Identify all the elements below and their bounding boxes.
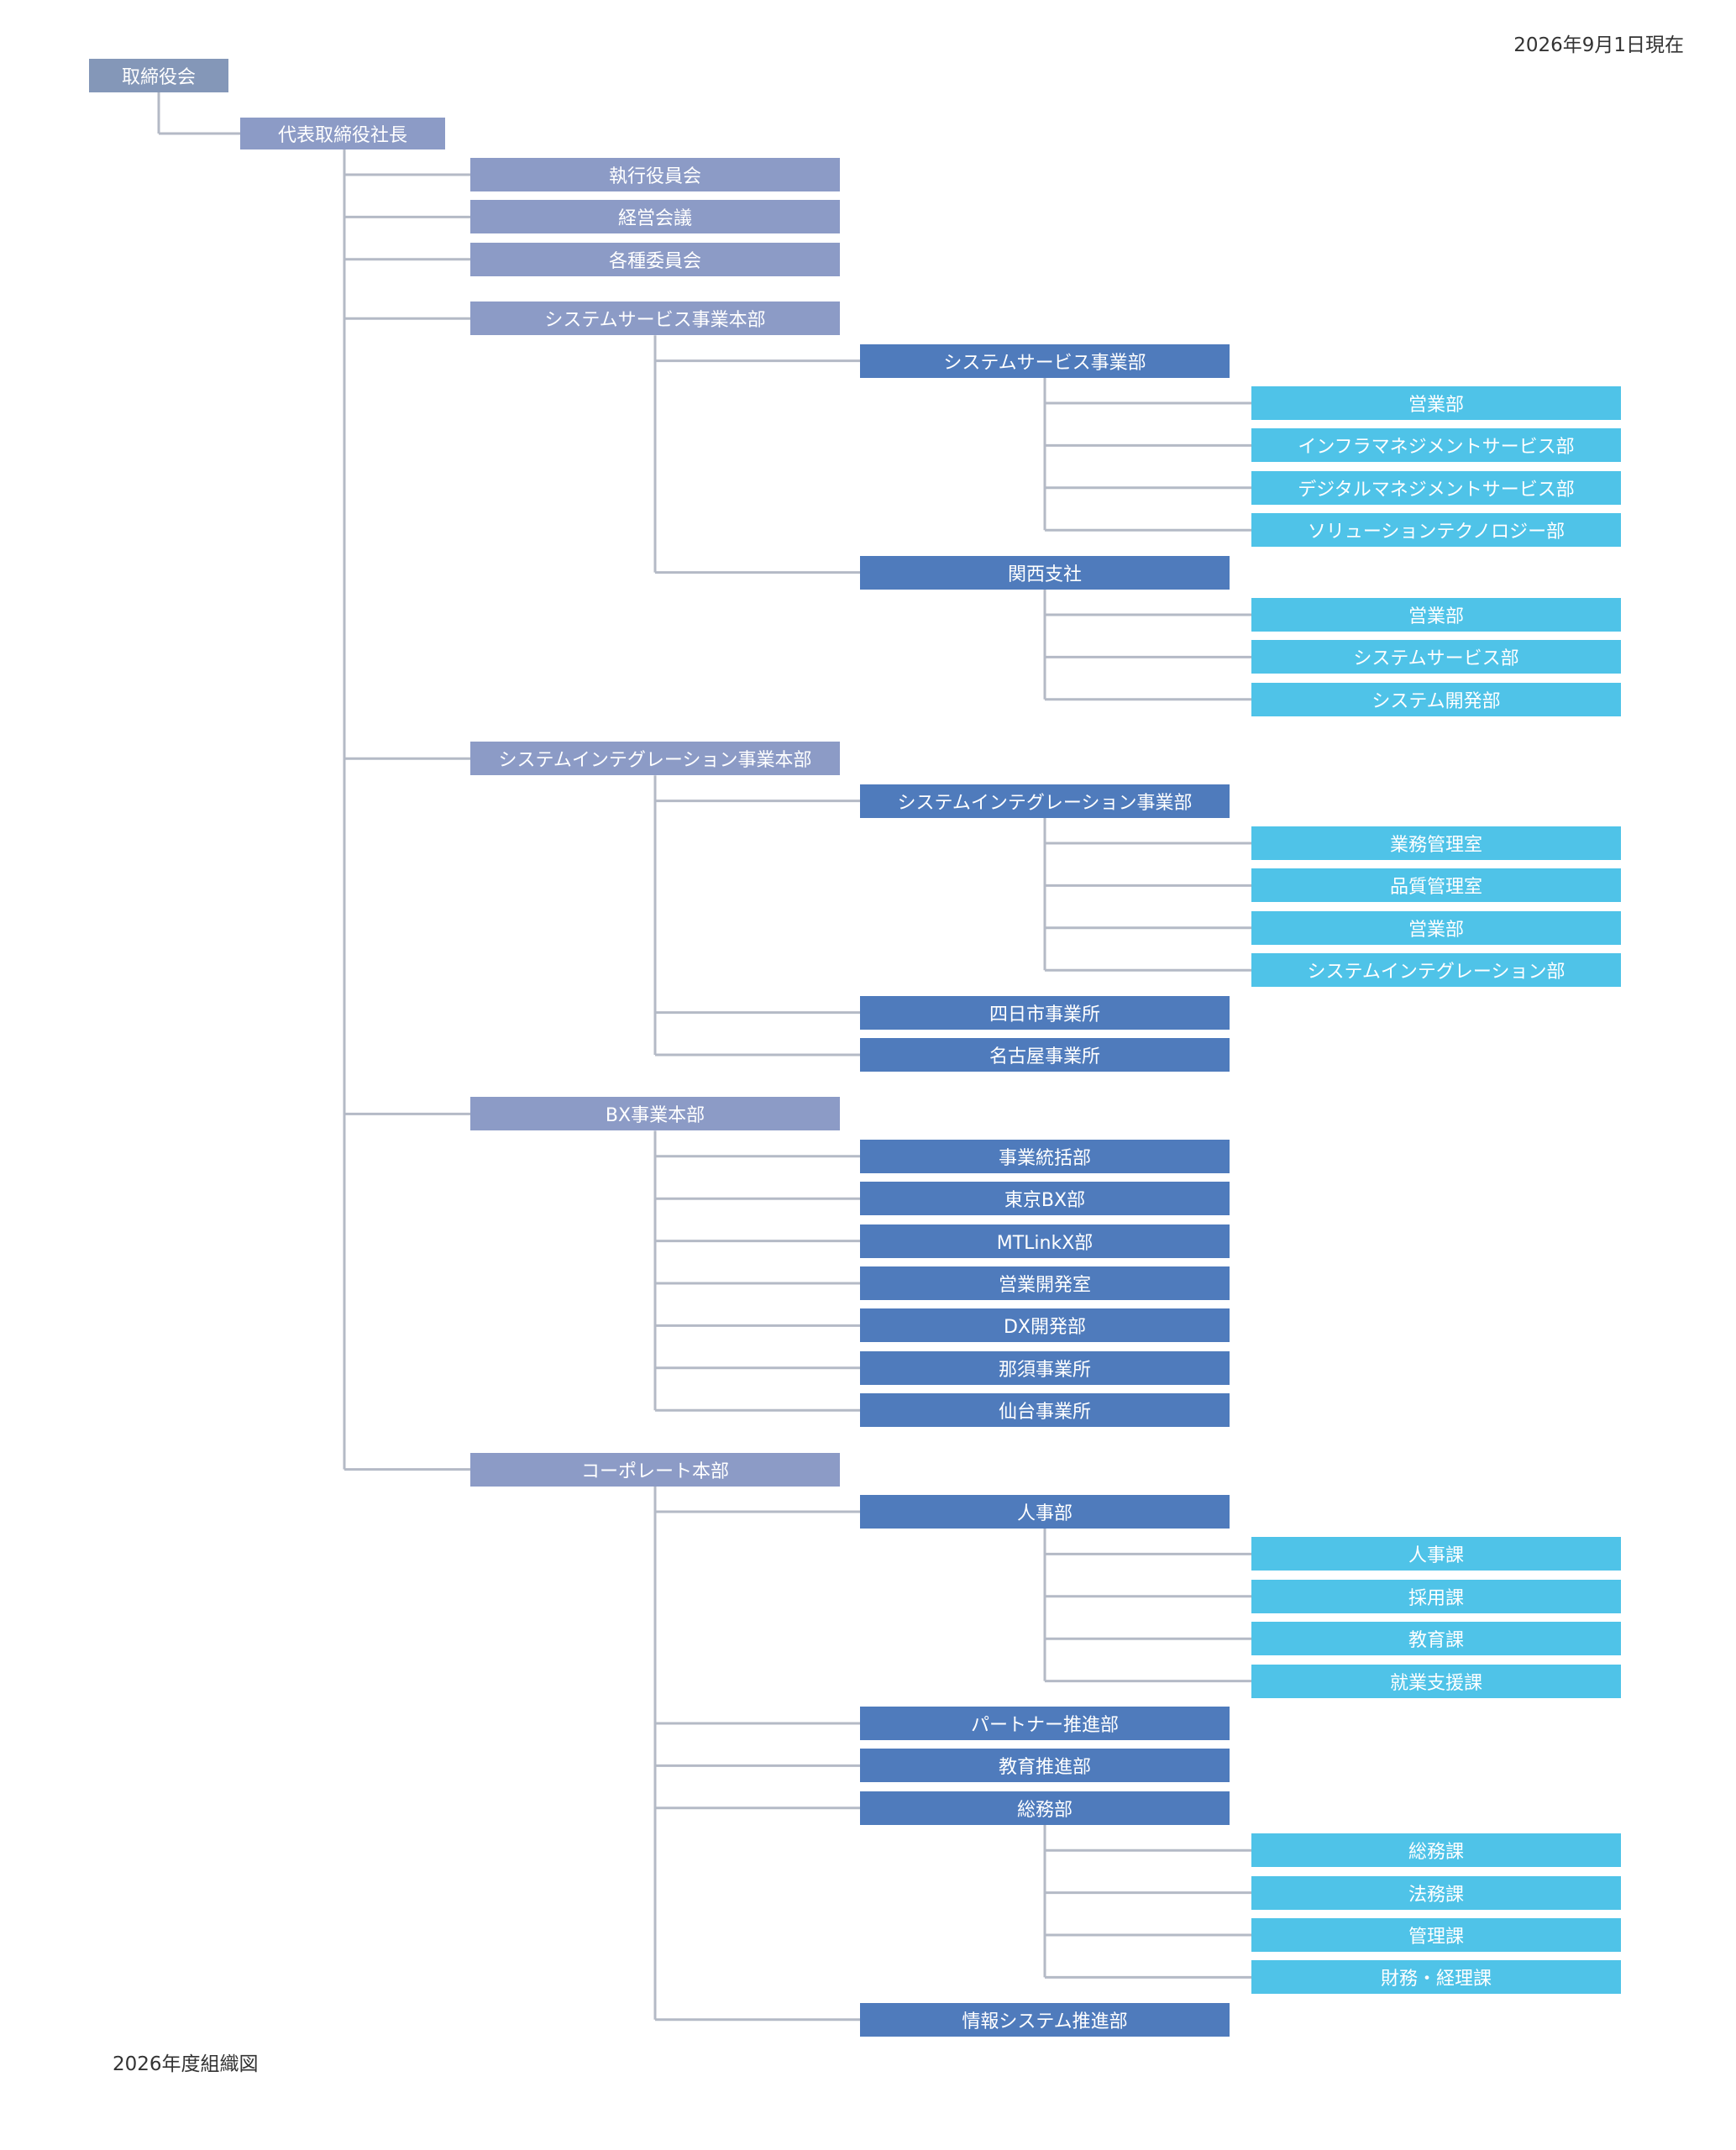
section-box: 業務管理室 bbox=[1251, 826, 1621, 860]
department-box: 事業統括部 bbox=[860, 1139, 1230, 1173]
section-box: 財務・経理課 bbox=[1251, 1960, 1621, 1995]
division-box: システムサービス事業本部 bbox=[470, 302, 840, 336]
section-box: 総務課 bbox=[1251, 1833, 1621, 1868]
date-label: 2026年9月1日現在 bbox=[1513, 34, 1684, 56]
department-box: 那須事業所 bbox=[860, 1350, 1230, 1385]
department-box: 人事部 bbox=[860, 1495, 1230, 1529]
department-box: システムインテグレーション事業部 bbox=[860, 784, 1230, 818]
section-box: 営業部 bbox=[1251, 386, 1621, 420]
department-box: 東京BX部 bbox=[860, 1182, 1230, 1216]
section-box: 法務課 bbox=[1251, 1875, 1621, 1910]
section-box: 教育課 bbox=[1251, 1622, 1621, 1656]
department-box: システムサービス事業部 bbox=[860, 343, 1230, 378]
president-box: 代表取締役社長 bbox=[240, 118, 445, 149]
section-box: 品質管理室 bbox=[1251, 868, 1621, 903]
section-box: 管理課 bbox=[1251, 1918, 1621, 1952]
department-box: DX開発部 bbox=[860, 1308, 1230, 1343]
section-box: デジタルマネジメントサービス部 bbox=[1251, 470, 1621, 505]
footer-label: 2026年度組織図 bbox=[113, 2053, 259, 2075]
section-box: 営業部 bbox=[1251, 910, 1621, 945]
committee-box: 執行役員会 bbox=[470, 158, 840, 191]
section-box: 人事課 bbox=[1251, 1537, 1621, 1571]
department-box: 四日市事業所 bbox=[860, 995, 1230, 1030]
department-box: 営業開発室 bbox=[860, 1266, 1230, 1300]
committee-box: 各種委員会 bbox=[470, 242, 840, 276]
department-box: パートナー推進部 bbox=[860, 1707, 1230, 1740]
division-box: BX事業本部 bbox=[470, 1097, 840, 1131]
section-box: インフラマネジメントサービス部 bbox=[1251, 428, 1621, 463]
department-box: 教育推進部 bbox=[860, 1749, 1230, 1783]
section-box: 採用課 bbox=[1251, 1579, 1621, 1613]
department-box: 関西支社 bbox=[860, 555, 1230, 590]
section-box: 営業部 bbox=[1251, 598, 1621, 632]
department-box: MTLinkX部 bbox=[860, 1224, 1230, 1258]
board-box: 取締役会 bbox=[89, 59, 228, 92]
department-box: 仙台事業所 bbox=[860, 1393, 1230, 1428]
division-box: システムインテグレーション事業本部 bbox=[470, 742, 840, 776]
section-box: システムサービス部 bbox=[1251, 640, 1621, 674]
department-box: 名古屋事業所 bbox=[860, 1038, 1230, 1072]
section-box: ソリューションテクノロジー部 bbox=[1251, 513, 1621, 548]
committee-box: 経営会議 bbox=[470, 200, 840, 234]
department-box: 情報システム推進部 bbox=[860, 2002, 1230, 2037]
division-box: コーポレート本部 bbox=[470, 1452, 840, 1487]
section-box: システム開発部 bbox=[1251, 682, 1621, 716]
department-box: 総務部 bbox=[860, 1791, 1230, 1825]
section-box: システムインテグレーション部 bbox=[1251, 953, 1621, 988]
section-box: 就業支援課 bbox=[1251, 1664, 1621, 1698]
